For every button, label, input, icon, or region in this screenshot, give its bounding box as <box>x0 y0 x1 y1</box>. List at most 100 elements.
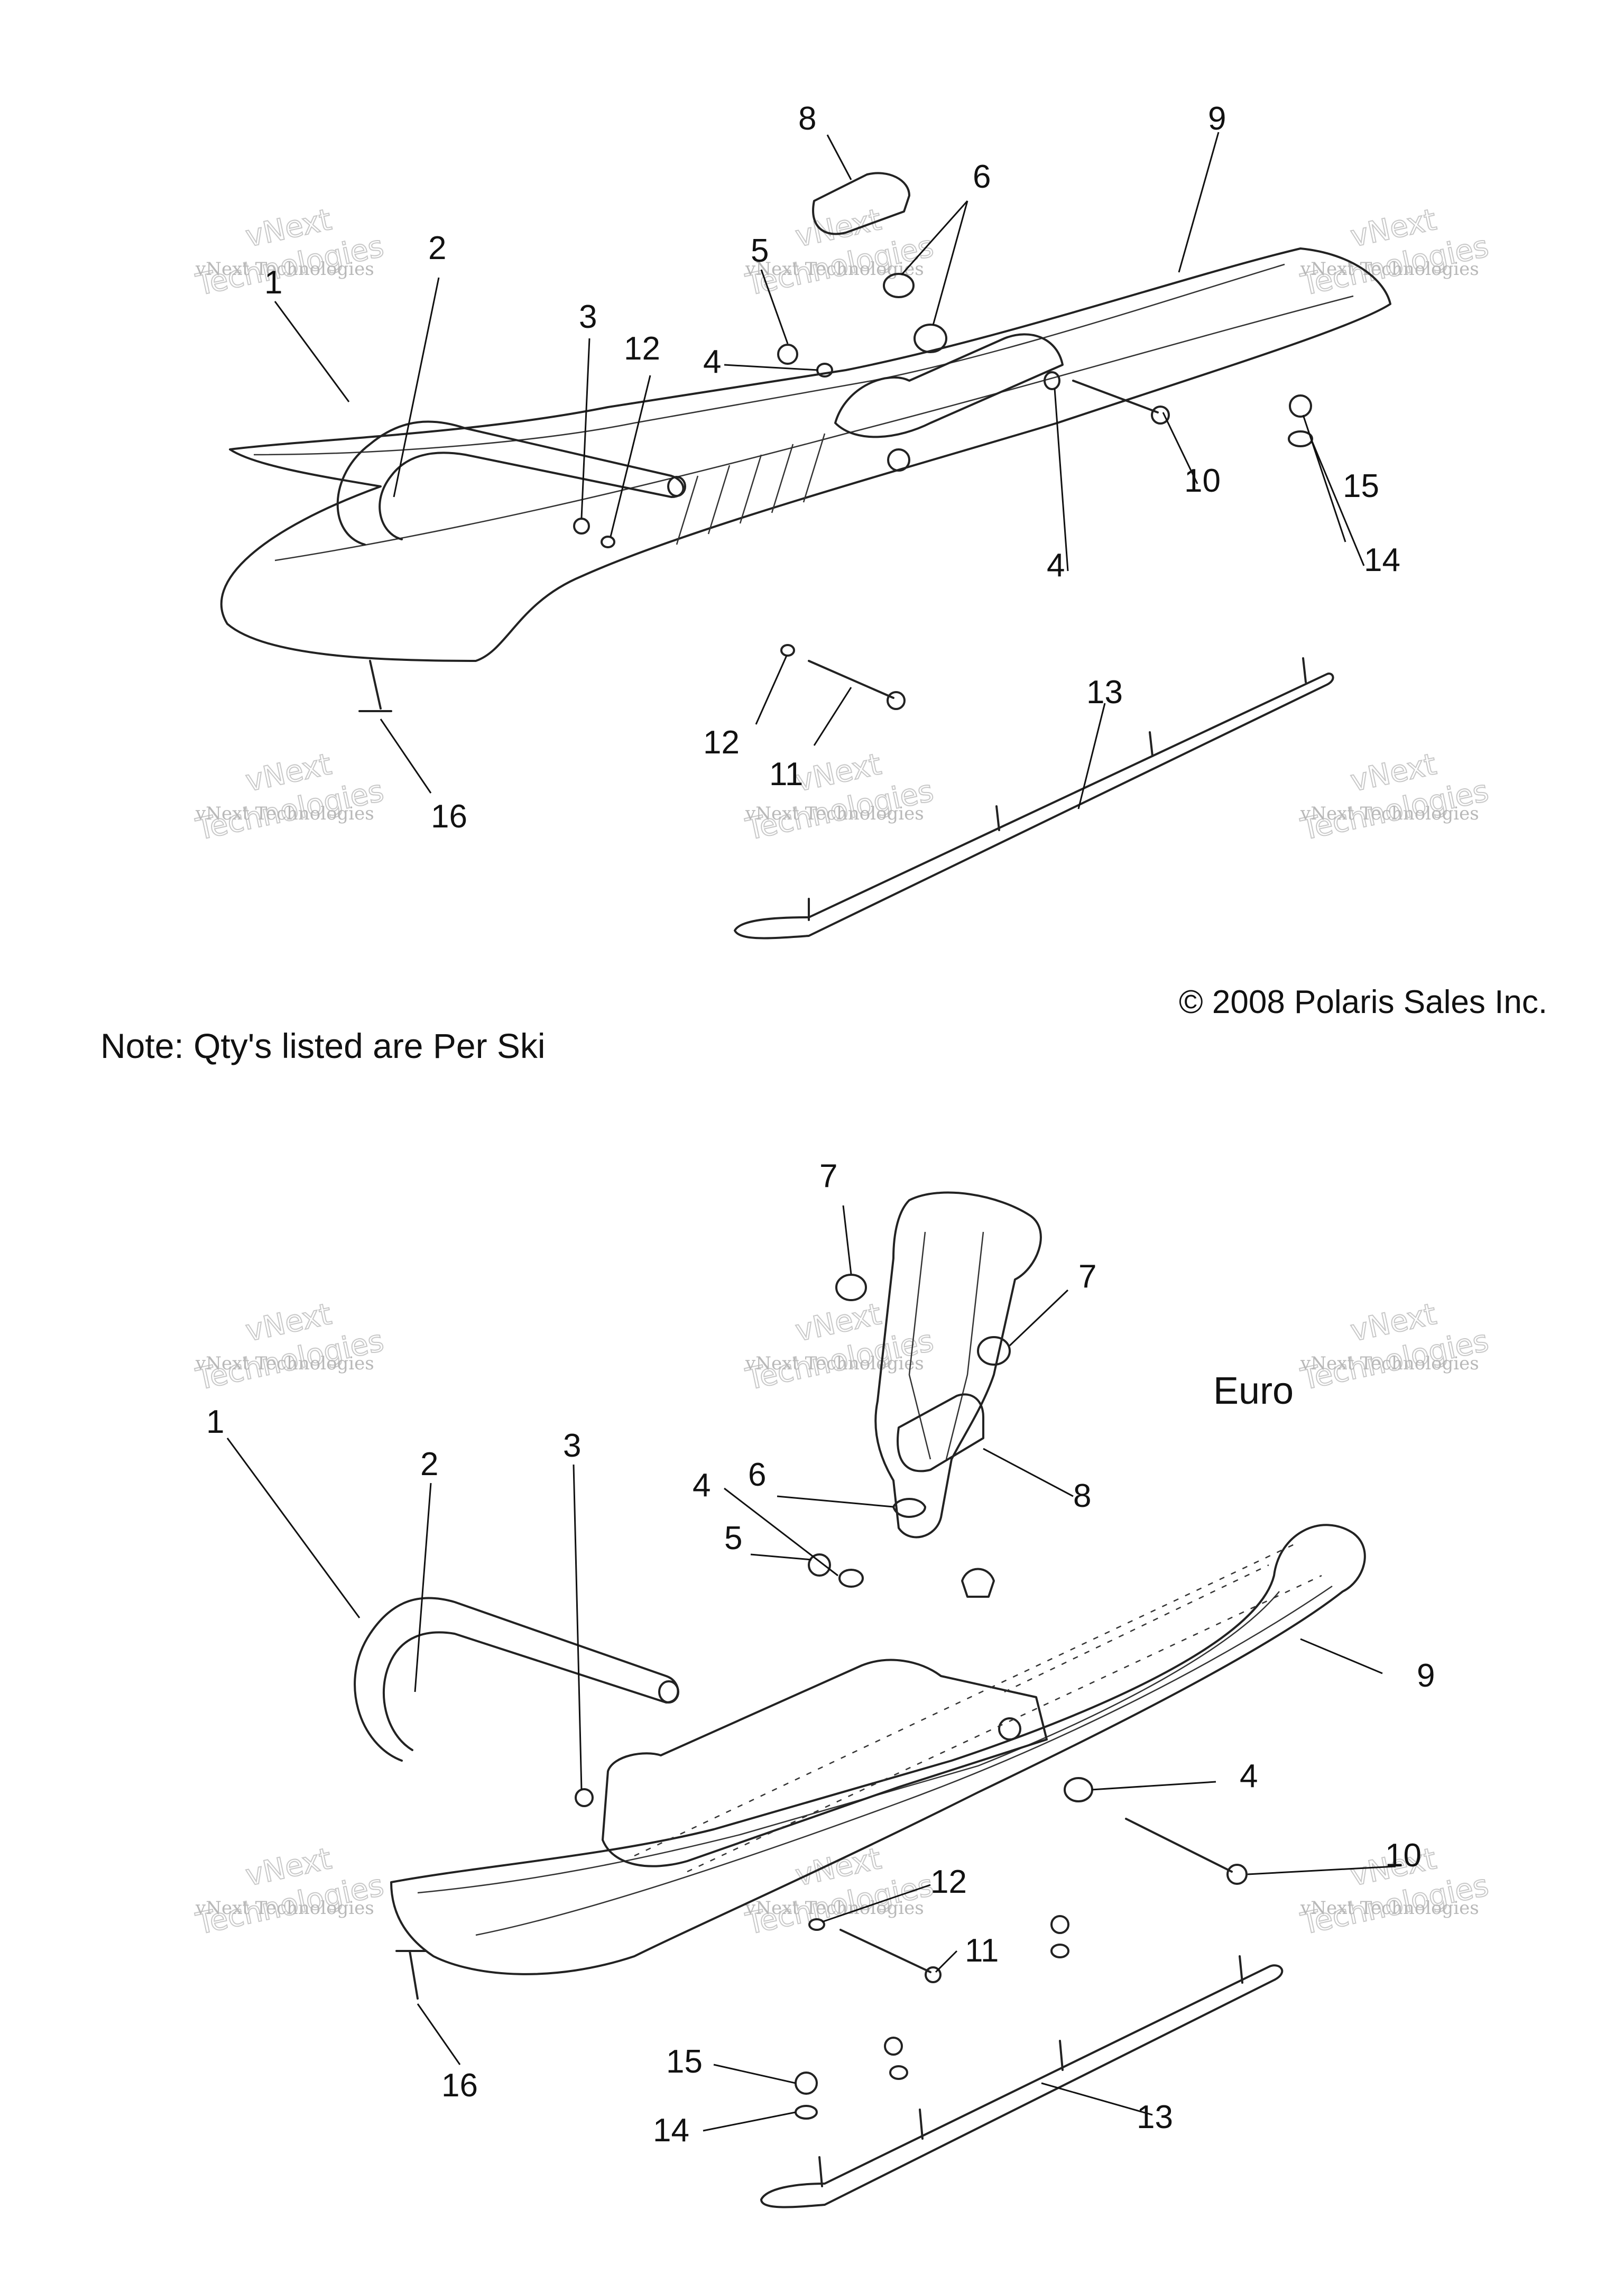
callout-11-euro: 11 <box>965 1932 999 1969</box>
bottom-ski-assembly-euro: 1 2 3 4 4 5 6 7 7 8 9 10 11 12 13 14 15 … <box>206 1158 1435 2208</box>
watermark: Technologies vNext vNext Technologies <box>192 202 387 303</box>
svg-text:vNext Technologies: vNext Technologies <box>1300 259 1479 280</box>
callout-6-top: 6 <box>973 159 991 195</box>
svg-text:vNext Technologies: vNext Technologies <box>195 803 374 824</box>
bolt-part10-euro <box>1125 1818 1233 1873</box>
svg-text:vNext Technologies: vNext Technologies <box>1300 1898 1479 1919</box>
callout-1-top: 1 <box>264 264 282 301</box>
washer-part4-euro <box>838 1569 864 1588</box>
ski-spindle-euro <box>874 1191 1042 1539</box>
watermark: Technologies vNext vNext Technologies <box>742 1296 937 1397</box>
callout-1-euro: 1 <box>206 1404 224 1440</box>
ski-handle-top <box>336 420 685 546</box>
washer-part12b-top <box>780 644 795 657</box>
callout-16-top: 16 <box>431 798 467 835</box>
watermark: Technologies vNext vNext Technologies <box>192 1296 387 1397</box>
ski-body-top-inner <box>253 263 1285 456</box>
nut-part5-euro <box>808 1553 831 1577</box>
screw-part16-euro <box>395 1950 427 2000</box>
ski-pivot-hole-euro <box>998 1717 1021 1741</box>
washer-part14-top <box>1288 430 1313 447</box>
bushing-part6b-euro <box>961 1568 995 1598</box>
callout-9-top: 9 <box>1208 100 1226 137</box>
callout-16-euro: 16 <box>441 2067 478 2104</box>
callout-12b-top: 12 <box>703 724 740 761</box>
top-ski-assembly: 1 2 3 4 4 5 6 8 9 10 11 12 12 13 14 15 1… <box>220 100 1400 940</box>
callout-4-top: 4 <box>703 344 721 380</box>
ski-body-top <box>220 247 1391 662</box>
callout-5-top: 5 <box>751 233 769 269</box>
ski-body-top-inner <box>274 295 1354 561</box>
washer-part4b-top <box>1044 371 1060 390</box>
nut-euro-extra <box>1050 1915 1069 1934</box>
callout-4b-top: 4 <box>1047 547 1065 584</box>
callout-15-euro: 15 <box>666 2043 703 2080</box>
bushing-part6-top <box>914 324 947 353</box>
ski-spindle-euro-inner <box>908 1231 984 1460</box>
nut-part15-top <box>1289 394 1312 418</box>
runner-stud-top <box>1149 731 1154 757</box>
callout-4-euro: 4 <box>693 1467 710 1504</box>
svg-text:vNext Technologies: vNext Technologies <box>1300 803 1479 824</box>
watermark: Technologies vNext vNext Technologies <box>192 1841 387 1942</box>
nut-part3-top <box>573 518 590 535</box>
bolt-part11-head-euro <box>925 1966 942 1983</box>
watermark: Technologies vNext vNext Technologies <box>742 202 937 303</box>
nut-part15-euro <box>795 2072 818 2095</box>
handle-end-top <box>667 476 686 497</box>
callout-11-top: 11 <box>769 756 803 793</box>
washer-part14-euro <box>795 2105 818 2120</box>
svg-text:vNext Technologies: vNext Technologies <box>745 1898 924 1919</box>
svg-text:vNext Technologies: vNext Technologies <box>195 1353 374 1374</box>
washer-part12-top <box>601 536 615 548</box>
washer-part4b-euro <box>1064 1777 1093 1802</box>
runner-stud-euro <box>1239 1955 1243 1984</box>
runner-stud-euro <box>919 2109 924 2140</box>
runner-stud-top <box>1302 657 1307 683</box>
svg-text:vNext Technologies: vNext Technologies <box>745 1353 924 1374</box>
ski-studs-euro <box>634 1543 1322 1873</box>
wear-bar-runner-euro <box>760 1964 1284 2208</box>
ski-body-euro-inner <box>417 1591 1280 1894</box>
ski-body-euro <box>390 1524 1366 1975</box>
euro-variant-label: Euro <box>1213 1370 1294 1412</box>
ski-body-euro-inner <box>475 1585 1333 1936</box>
bolt-part6-euro <box>892 1498 926 1518</box>
svg-text:vNext Technologies: vNext Technologies <box>745 803 924 824</box>
svg-text:vNext Technologies: vNext Technologies <box>195 1898 374 1919</box>
callout-7a-euro: 7 <box>819 1158 837 1194</box>
washer-euro-extra <box>889 2065 908 2080</box>
copyright-notice: © 2008 Polaris Sales Inc. <box>1179 984 1548 1020</box>
screw-part16-top <box>358 660 392 712</box>
watermark: Technologies vNext vNext Technologies <box>1297 1296 1492 1397</box>
callout-10-top: 10 <box>1184 463 1221 499</box>
bolt-part11-euro <box>839 1929 931 1973</box>
callout-9-euro: 9 <box>1417 1658 1435 1694</box>
ski-handle-euro <box>354 1597 679 1762</box>
svg-text:vNext Technologies: vNext Technologies <box>745 259 924 280</box>
ski-bumper-euro <box>897 1393 984 1472</box>
bolt-part10-top <box>1072 380 1159 413</box>
washer-part6-top <box>883 273 915 298</box>
callout-13-top: 13 <box>1086 674 1123 711</box>
bushing-part7a-euro <box>835 1274 867 1301</box>
callout-2-euro: 2 <box>420 1446 438 1483</box>
watermark: Technologies vNext vNext Technologies <box>1297 747 1492 848</box>
callout-7b-euro: 7 <box>1078 1258 1096 1295</box>
callout-14-euro: 14 <box>653 2112 689 2149</box>
washer-euro-extra <box>1050 1944 1069 1958</box>
ski-saddle-top <box>834 333 1064 438</box>
callout-8-euro: 8 <box>1073 1478 1091 1514</box>
washer-part12-euro <box>808 1918 825 1931</box>
callout-5-euro: 5 <box>724 1520 742 1557</box>
callout-3-top: 3 <box>579 299 597 335</box>
nut-euro-extra <box>884 2037 903 2056</box>
callout-13-euro: 13 <box>1137 2099 1173 2135</box>
callout-12-euro: 12 <box>930 1864 967 1900</box>
nut-part3-euro <box>575 1788 594 1807</box>
leader-lines-top <box>274 132 1365 809</box>
watermark-group: Technologies vNext vNext Technologies Te… <box>192 202 1492 1942</box>
callout-6-euro: 6 <box>748 1457 766 1493</box>
